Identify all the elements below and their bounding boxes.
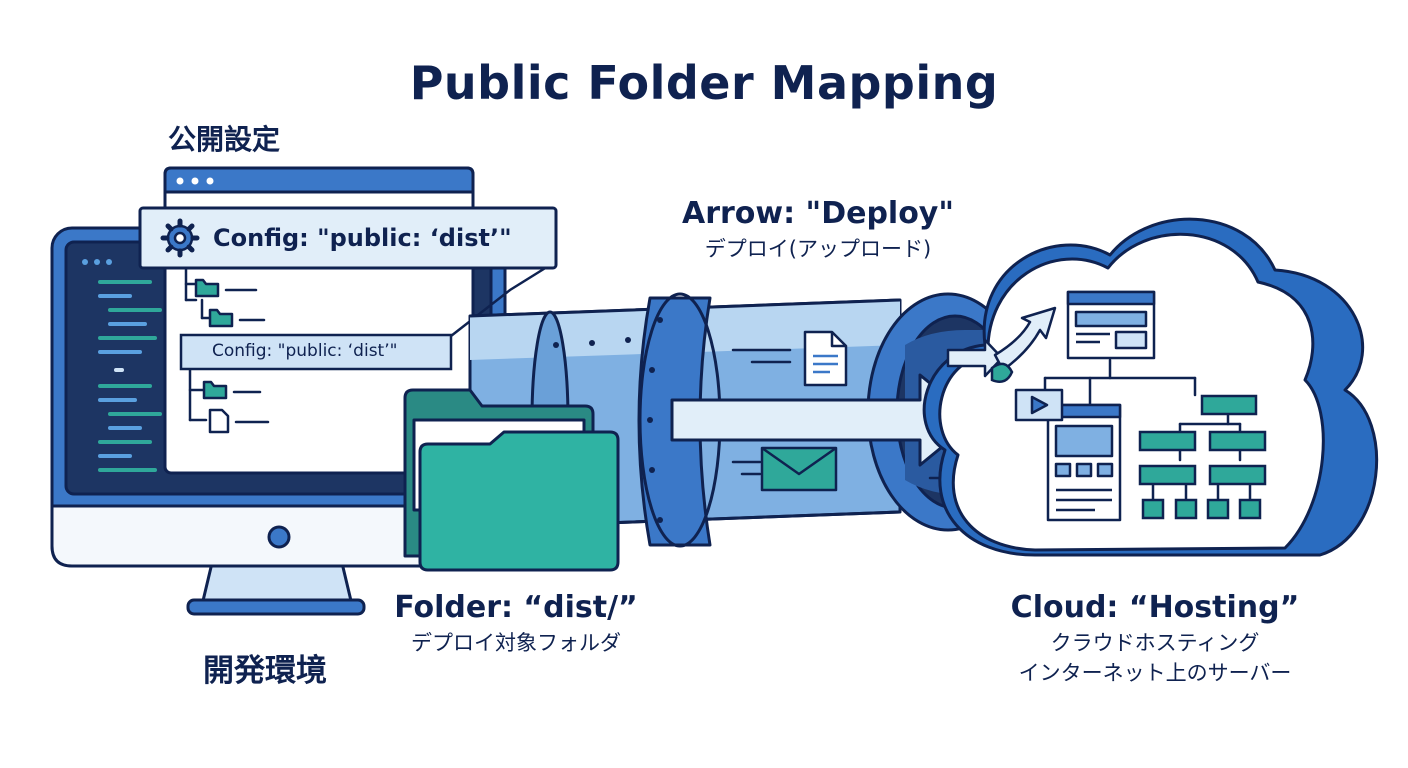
folder-icon (208, 308, 234, 328)
arrow-icon (946, 306, 1057, 378)
gear-icon (160, 218, 200, 258)
cloud-caption-title: Cloud: “Hosting” (1010, 590, 1300, 625)
folder-icon (194, 278, 220, 298)
arrow-caption-subtitle: デプロイ(アップロード) (704, 237, 932, 261)
cloud-caption: Cloud: “Hosting” クラウドホスティング インターネット上のサーバ… (975, 590, 1335, 686)
cloud-caption-subtitle-2: インターネット上のサーバー (1018, 661, 1292, 686)
config-main-text: Config: "public: ‘dist’" (213, 224, 512, 252)
folder-icon (403, 388, 620, 572)
page-title: Public Folder Mapping (409, 56, 999, 110)
settings-label: 公開設定 (168, 123, 281, 156)
tree-nodes (1138, 394, 1267, 520)
server-window-icon (1066, 290, 1156, 360)
folder-caption-subtitle: デプロイ対象フォルダ (411, 631, 621, 655)
file-tree (184, 266, 270, 434)
webpage-icon (1046, 403, 1122, 522)
envelope-icon (760, 446, 838, 492)
arrow-caption: Arrow: "Deploy" デプロイ(アップロード) (658, 196, 978, 262)
arrow-caption-title: Arrow: "Deploy" (681, 196, 954, 231)
devenv-label: 開発環境 (203, 653, 327, 689)
config-sub-bar (179, 333, 453, 371)
file-icon (208, 408, 230, 434)
config-sub-text: Config: "public: ‘dist’" (212, 341, 398, 361)
folder-icon (202, 380, 228, 400)
config-main-bar (138, 206, 558, 270)
folder-caption: Folder: “dist/” デプロイ対象フォルダ (356, 590, 676, 656)
play-icon (1014, 388, 1064, 422)
badge-icon (990, 362, 1014, 383)
folder-caption-title: Folder: “dist/” (394, 590, 638, 625)
cloud-caption-subtitle-1: クラウドホスティング (1050, 631, 1260, 655)
code-lines (82, 259, 162, 472)
document-icon (803, 330, 848, 387)
cloud-connectors (1043, 358, 1252, 502)
